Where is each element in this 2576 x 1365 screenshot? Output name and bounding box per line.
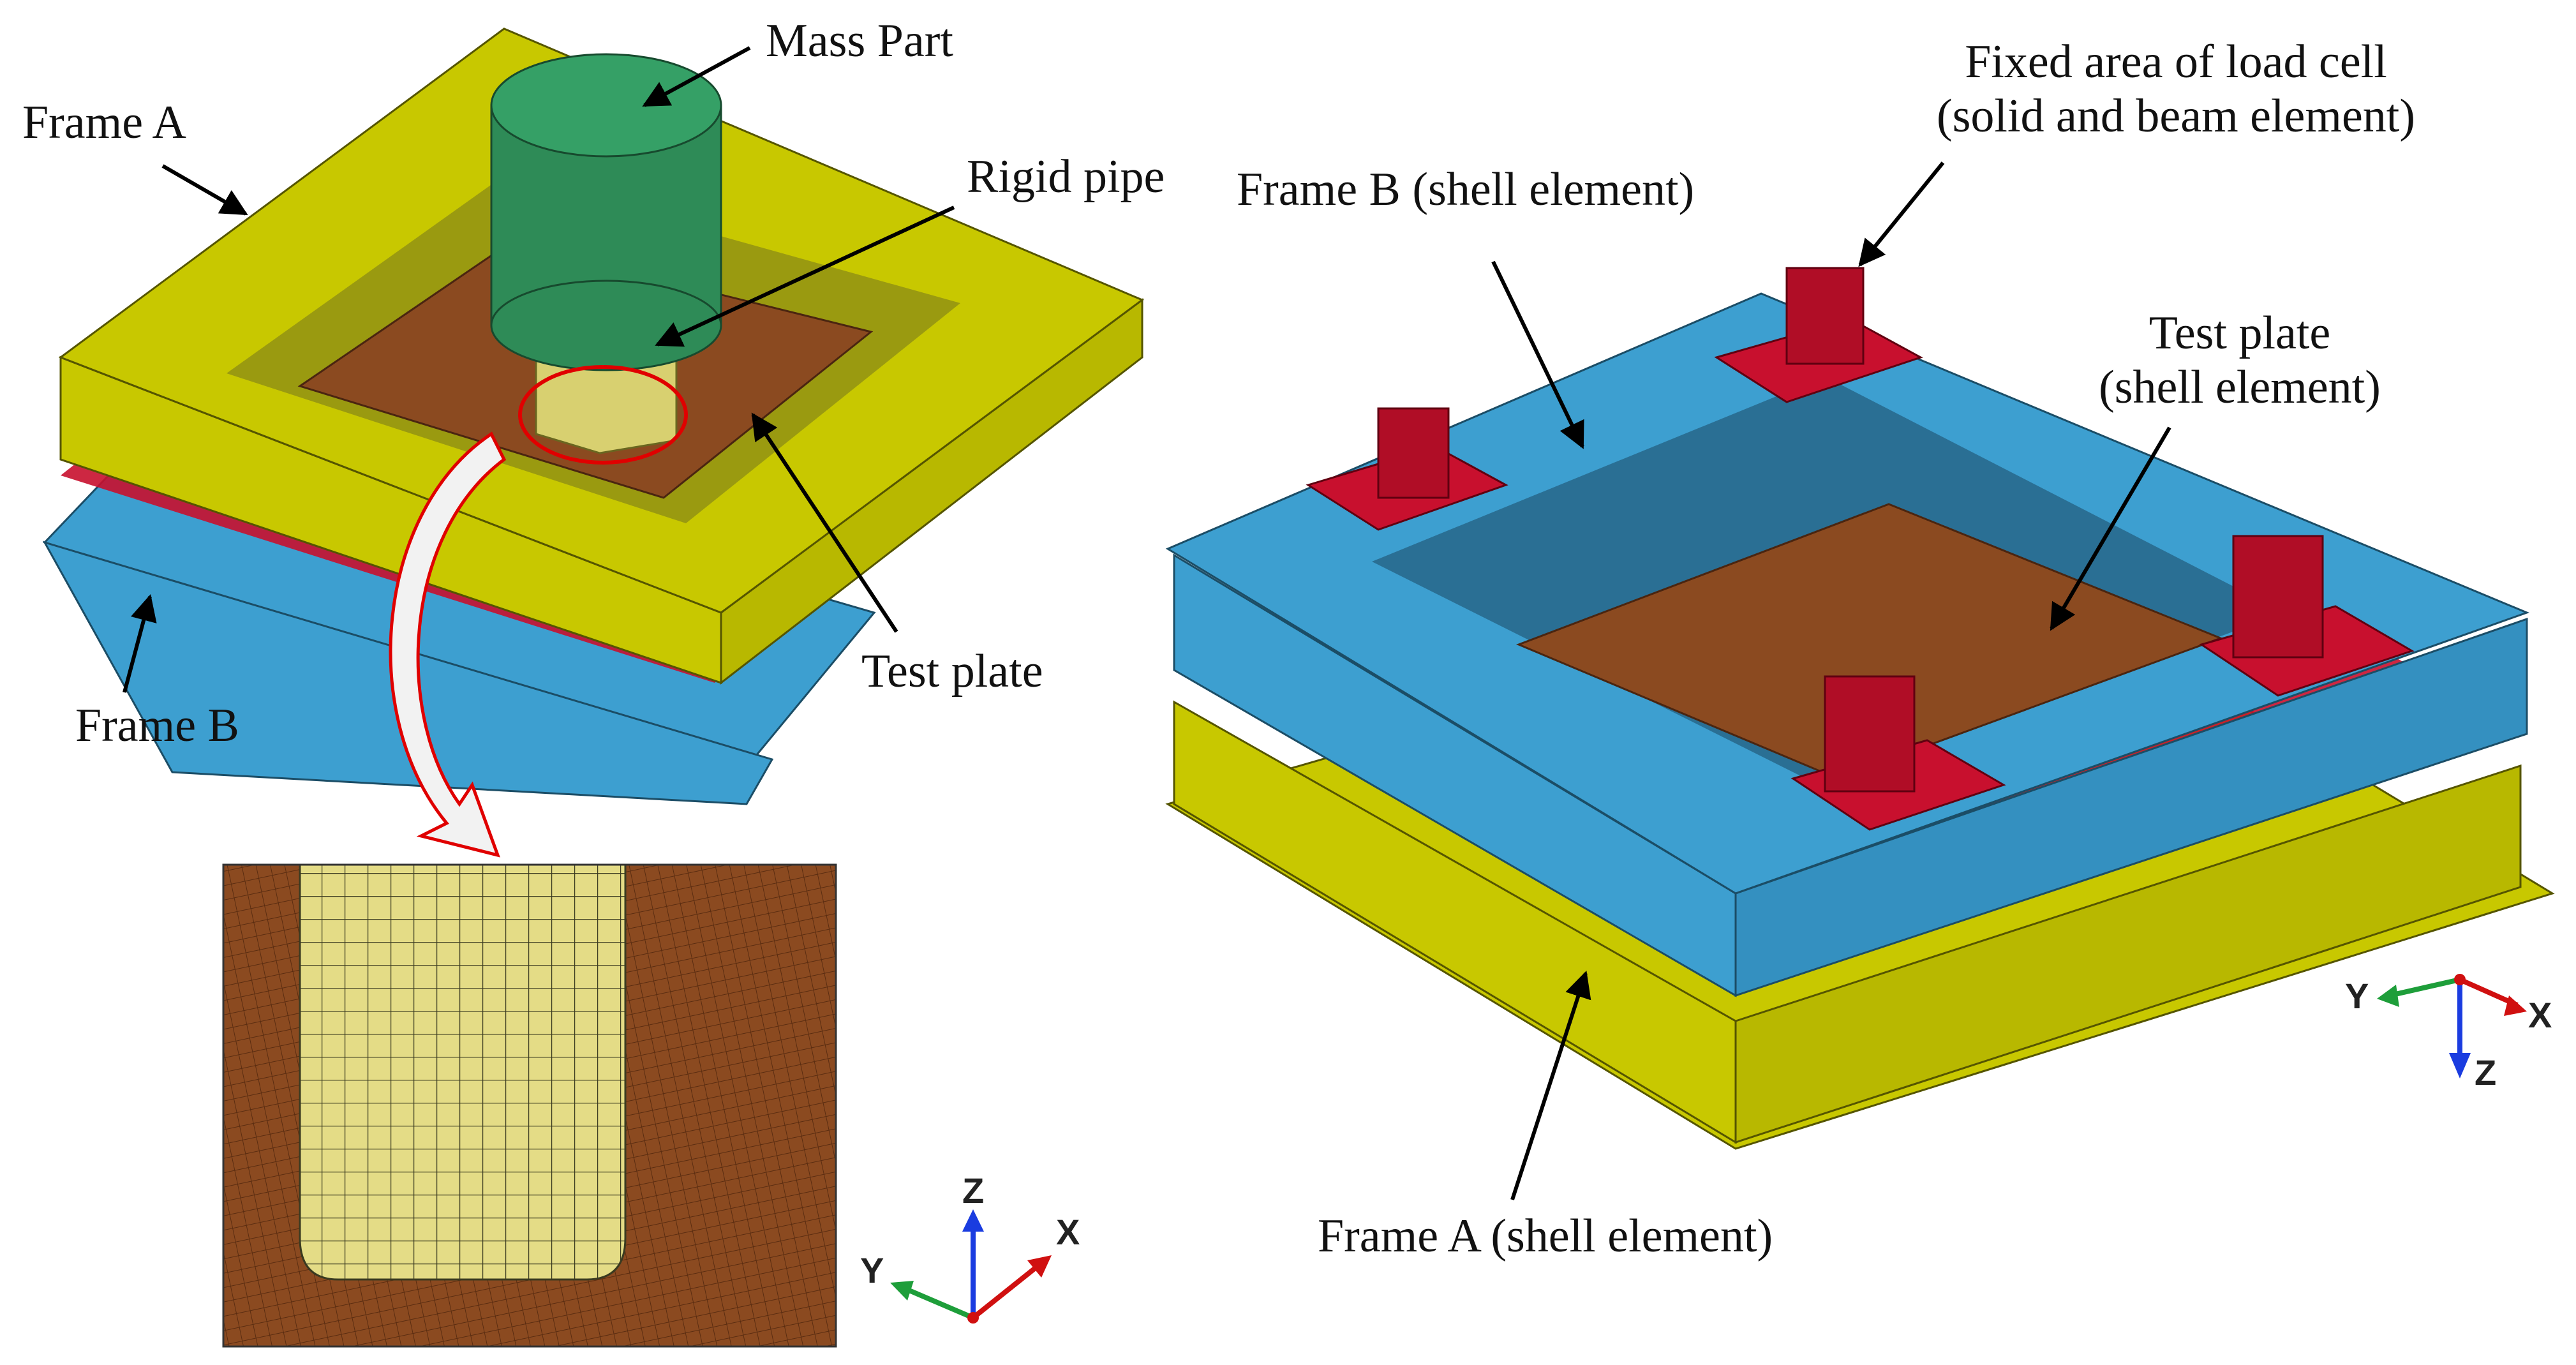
label-fixed-area: Fixed area of load cell (solid and beam … <box>1889 35 2463 144</box>
right-frame-b-right <box>1734 617 2528 997</box>
label-test-plate-right-line1: Test plate <box>2148 307 2331 359</box>
label-test-plate-left: Test plate <box>861 645 1043 697</box>
label-frame-a-shell: Frame A (shell element) <box>1318 1210 1773 1262</box>
left-mass-part-top <box>490 53 722 158</box>
right-axis-y-label: Y <box>2345 976 2369 1016</box>
zoom-callout-arrow <box>389 431 507 858</box>
right-axis-y-icon <box>2389 977 2461 998</box>
zoom-inset-pipe <box>299 863 627 1281</box>
zoom-inset <box>222 863 837 1348</box>
left-pipe-highlight-circle <box>518 365 688 465</box>
left-axis-x-label: X <box>1056 1212 1080 1252</box>
label-rigid-pipe: Rigid pipe <box>967 151 1165 203</box>
right-axis-z-label: Z <box>2475 1052 2496 1093</box>
label-frame-b-shell: Frame B (shell element) <box>1237 163 1695 216</box>
arrow-test-plate-left <box>751 412 898 633</box>
right-load-cell-2 <box>1714 267 1923 403</box>
right-model <box>1165 267 2555 1150</box>
right-axis-triad: Y X Z <box>2345 974 2552 1093</box>
label-frame-b-left: Frame B <box>75 699 239 752</box>
label-test-plate-right: Test plate (shell element) <box>2055 306 2425 415</box>
zoom-inset-frame <box>222 863 837 1348</box>
label-test-plate-right-line2: (shell element) <box>2099 361 2381 414</box>
left-axis-y-label: Y <box>860 1250 884 1290</box>
label-fixed-area-line2: (solid and beam element) <box>1936 90 2415 143</box>
left-mass-part-bottom <box>490 280 722 371</box>
left-axis-y-icon <box>905 1287 974 1320</box>
label-frame-a: Frame A <box>22 96 186 149</box>
arrow-frame-b-right <box>1491 260 1584 449</box>
arrow-frame-a-right <box>1510 971 1591 1200</box>
left-axis-z-label: Z <box>962 1170 984 1211</box>
arrow-mass-part <box>642 46 751 107</box>
right-axis-x-label: X <box>2528 995 2552 1035</box>
arrow-fixed-area <box>1858 161 1945 267</box>
left-axis-x-icon <box>971 1264 1039 1320</box>
left-axis-triad: Z X Y <box>860 1170 1080 1324</box>
arrow-rigid-pipe <box>655 205 955 347</box>
label-mass-part: Mass Part <box>766 15 953 67</box>
right-load-cell-4 <box>1791 675 2006 831</box>
right-frame-a-right <box>1734 764 2522 1144</box>
annotation-arrows <box>123 46 2171 1200</box>
right-load-cell-1 <box>1306 407 1508 531</box>
arrow-frame-a <box>161 164 248 216</box>
arrow-frame-b-left <box>123 593 157 693</box>
right-load-cell-3 <box>2199 535 2415 697</box>
arrow-test-plate-right <box>2050 426 2171 631</box>
label-fixed-area-line1: Fixed area of load cell <box>1965 36 2387 88</box>
